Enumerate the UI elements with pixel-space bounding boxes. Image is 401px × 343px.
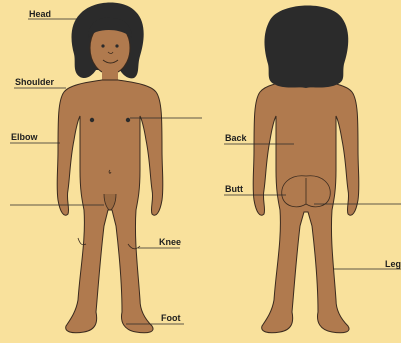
label-foot: Foot (161, 314, 181, 323)
front-figure (57, 2, 163, 332)
back-hair (265, 5, 349, 88)
back-body (253, 80, 359, 333)
label-back: Back (225, 134, 247, 143)
back-figure (253, 5, 359, 332)
label-knee: Knee (159, 238, 181, 247)
label-leg: Leg (385, 260, 401, 269)
label-shoulder: Shoulder (15, 78, 54, 87)
label-butt: Butt (225, 185, 243, 194)
label-elbow: Elbow (11, 133, 38, 142)
label-head: Head (29, 10, 51, 19)
